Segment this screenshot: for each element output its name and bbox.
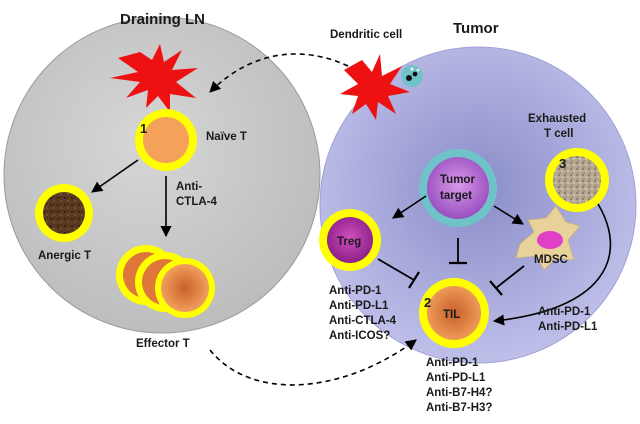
exhausted-label-line2: T cell — [544, 128, 573, 140]
svg-text:Anti-B7-H3?: Anti-B7-H3? — [426, 402, 492, 414]
til-cell — [419, 278, 489, 348]
svg-text:Anti-B7-H4?: Anti-B7-H4? — [426, 387, 492, 399]
lymph-node-title: Draining LN — [120, 11, 205, 28]
effector-t-label: Effector T — [136, 338, 190, 350]
tumor-title: Tumor — [453, 20, 499, 37]
anti-ctla4-label-line2: CTLA-4 — [176, 196, 217, 208]
svg-text:Anti-CTLA-4: Anti-CTLA-4 — [329, 315, 397, 327]
inhibit-treg-til — [377, 258, 415, 281]
arrow-exhausted-to-til — [492, 203, 612, 326]
inhibit-mdsc-til-bar — [489, 280, 503, 296]
svg-text:Anti-PD-L1: Anti-PD-L1 — [538, 321, 598, 333]
mdsc-label: MDSC — [534, 254, 568, 266]
exhausted-blockade-list: Anti-PD-1 Anti-PD-L1 — [538, 306, 598, 333]
dendritic-cell-tumor — [340, 54, 423, 120]
svg-text:Anti-PD-L1: Anti-PD-L1 — [426, 372, 486, 384]
svg-text:Anti-PD-1: Anti-PD-1 — [538, 306, 591, 318]
naive-t-label: Naïve T — [206, 131, 247, 143]
treg-label: Treg — [337, 236, 361, 248]
anti-ctla4-label-line1: Anti- — [176, 181, 202, 193]
til-label: TIL — [443, 309, 460, 321]
treg-cell — [319, 209, 381, 271]
anergic-t-cell — [35, 184, 93, 242]
svg-text:Anti-PD-1: Anti-PD-1 — [329, 285, 382, 297]
tumor-target-label-line1: Tumor — [440, 174, 475, 186]
inhibit-mdsc-til — [495, 265, 525, 289]
arrow-target-to-treg — [392, 195, 427, 219]
effector-migration-arrow — [209, 339, 417, 386]
exhausted-t-cell — [545, 148, 609, 212]
dendritic-cell-ln — [110, 44, 198, 112]
dendritic-cell-label: Dendritic cell — [330, 29, 402, 41]
effector-t-cells — [116, 245, 215, 318]
til-blockade-list: Anti-PD-1 Anti-PD-L1 Anti-B7-H4? Anti-B7… — [426, 357, 492, 414]
inhibit-treg-til-bar — [408, 271, 420, 289]
number-two: 2 — [424, 295, 431, 310]
dc-migration-arrow — [209, 53, 349, 93]
tumor-target-cell — [419, 149, 497, 227]
treg-blockade-list: Anti-PD-1 Anti-PD-L1 Anti-CTLA-4 Anti-IC… — [329, 285, 397, 342]
svg-text:Anti-PD-L1: Anti-PD-L1 — [329, 300, 389, 312]
svg-text:Anti-ICOS?: Anti-ICOS? — [329, 330, 390, 342]
tumor-target-label-line2: target — [440, 190, 472, 202]
lymph-node-region — [3, 16, 321, 334]
svg-text:Anti-PD-1: Anti-PD-1 — [426, 357, 479, 369]
mdsc-cell — [515, 205, 581, 271]
naive-t-cell — [135, 109, 197, 171]
arrow-naive-to-anergic — [91, 159, 139, 193]
number-one: 1 — [140, 121, 147, 136]
number-three: 3 — [559, 156, 566, 171]
anergic-t-label: Anergic T — [38, 250, 91, 262]
arrow-target-to-mdsc — [493, 205, 524, 225]
exhausted-label-line1: Exhausted — [528, 113, 586, 125]
